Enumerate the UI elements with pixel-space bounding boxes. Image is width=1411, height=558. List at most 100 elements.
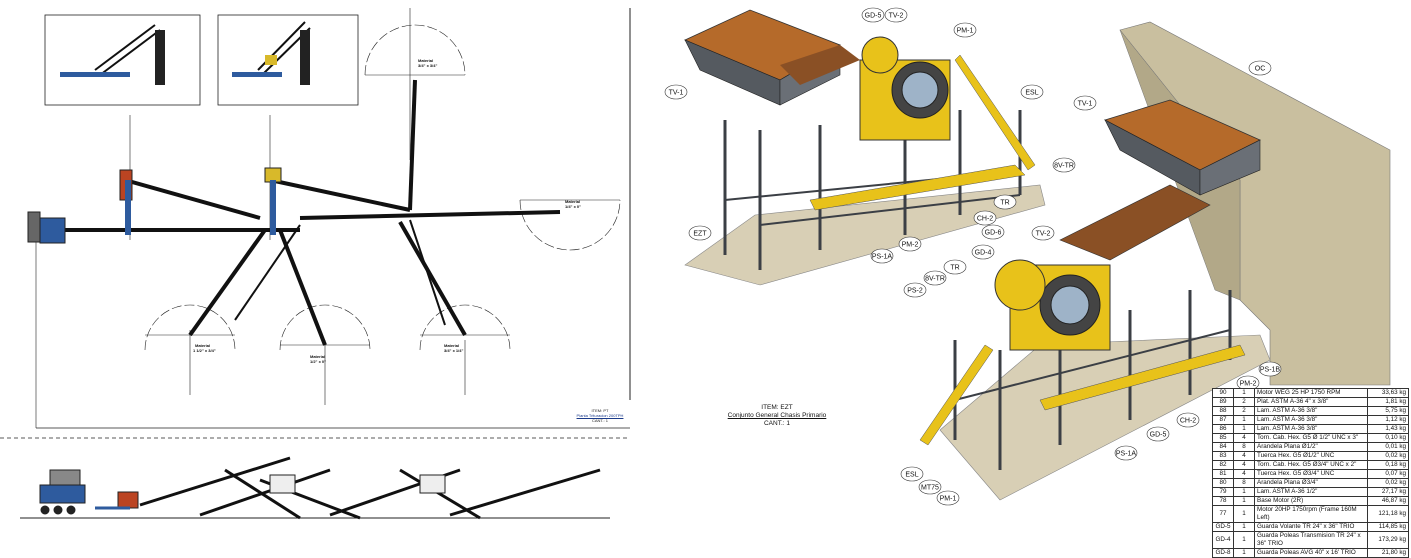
callout-bubble [1248,60,1272,76]
part-weight: 46,87 kg [1367,496,1409,506]
part-description: Lam. ASTM A-36 3/8" [1254,424,1368,434]
part-weight: 0,02 kg [1367,478,1409,488]
material-size: 1 1/2" x 3/4" [193,348,216,353]
callout-label: 8V-TR [925,276,945,283]
part-id: 86 [1212,424,1234,434]
part-qty: 1 [1233,531,1255,549]
callout-label: PM-1 [940,496,957,503]
callout-label: GD-5 [1150,432,1167,439]
part-weight: 33,63 kg [1367,388,1409,398]
callout-bubble [973,210,997,226]
title-item: ITEM: PT [591,408,609,413]
callout-bubble [1052,157,1076,173]
callout-label: PS-1A [1116,451,1137,458]
callout-label: TV-1 [1078,101,1093,108]
callout-bubble [936,490,960,506]
part-id: 77 [1212,505,1234,523]
callout-label: ESL [1025,90,1038,97]
material-label: Material [444,343,459,348]
callout-bubble [688,225,712,241]
callout-label: GD-5 [865,13,882,20]
assembly-name: Conjunto General Chasis Primario [727,412,827,419]
callout-label: TR [1000,200,1009,207]
part-description: Guarda Poleas Transmision TR 24" x 36" T… [1254,531,1368,549]
part-description: Guarda Volante TR 24" x 36" TRIO [1254,522,1368,532]
part-id: GD-5 [1212,522,1234,532]
callout-label: CH-2 [977,216,993,223]
callout-bubble [1031,225,1055,241]
material-size: 3/4" x 3/4" [418,63,437,68]
callout-bubble [900,466,924,482]
callout-bubble [903,282,927,298]
part-description: Tuerca Hex. G5 Ø3/4" UNC [1254,469,1368,479]
part-id: 89 [1212,397,1234,407]
callout-label: CH-2 [1180,418,1196,425]
callout-bubble [953,22,977,38]
part-weight: 1,43 kg [1367,424,1409,434]
part-description: Guarda Poleas AVG 40" x 16' TRIO [1254,548,1368,558]
callout-bubble [870,248,894,264]
part-qty: 2 [1233,406,1255,416]
callout-label: PS-1A [872,254,893,261]
callout-label: GD-4 [975,250,992,257]
part-weight: 121,18 kg [1367,505,1409,523]
part-description: Arandela Plana Ø1/2" [1254,442,1368,452]
callout-label: MT75 [921,485,939,492]
part-description: Motor WEG 25 HP 1750 RPM [1254,388,1368,398]
part-id: GD-4 [1212,531,1234,549]
part-description: Torn. Cab. Hex. G5 Ø 1/2" UNC x 3" [1254,433,1368,443]
callout-bubble [971,244,995,260]
part-description: Lam. ASTM A-36 1/2" [1254,487,1368,497]
callout-label: PS-1B [1260,367,1281,374]
callout-label: 8V-TR [1054,163,1074,170]
inset-view-1 [44,14,201,106]
part-weight: 0,01 kg [1367,442,1409,452]
part-description: Base Motor (2R) [1254,496,1368,506]
callout-label: GD-6 [985,230,1002,237]
assembly-qty: CANT.: 1 [763,420,790,427]
elevation-view [20,456,610,520]
part-qty: 4 [1233,460,1255,470]
part-id: 81 [1212,469,1234,479]
part-qty: 4 [1233,469,1255,479]
item-code: ITEM: EZT [761,404,793,411]
part-description: Arandela Plana Ø3/4" [1254,478,1368,488]
material-size: 1/4" x 0" [565,204,581,209]
part-weight: 0,18 kg [1367,460,1409,470]
callout-bubble [981,224,1005,240]
part-qty: 8 [1233,478,1255,488]
drawing-canvas: Material 3/4" x 3/4" Material 1/4" x 0" … [0,7,1391,520]
callout-bubble [664,84,688,100]
part-weight: 1,12 kg [1367,415,1409,425]
material-label: Material [195,343,210,348]
material-size: 1/2" x 0" [310,359,326,364]
part-id: 85 [1212,433,1234,443]
callout-bubble [943,259,967,275]
plan-drawing [0,8,631,520]
material-label: Material [418,58,433,63]
part-description: Lam. ASTM A-36 3/8" [1254,406,1368,416]
assembly-title-block: ITEM: EZT Conjunto General Chasis Primar… [712,404,842,428]
part-qty: 1 [1233,522,1255,532]
callout-bubble [1073,95,1097,111]
part-qty: 4 [1233,451,1255,461]
callout-bubble [918,479,942,495]
assembly-3d-view [684,9,1391,501]
material-labels: Material 3/4" x 3/4" Material 1/4" x 0" … [193,58,581,364]
callout-bubble [898,236,922,252]
part-id: GD-8 [1212,548,1234,558]
part-weight: 114,85 kg [1367,522,1409,532]
